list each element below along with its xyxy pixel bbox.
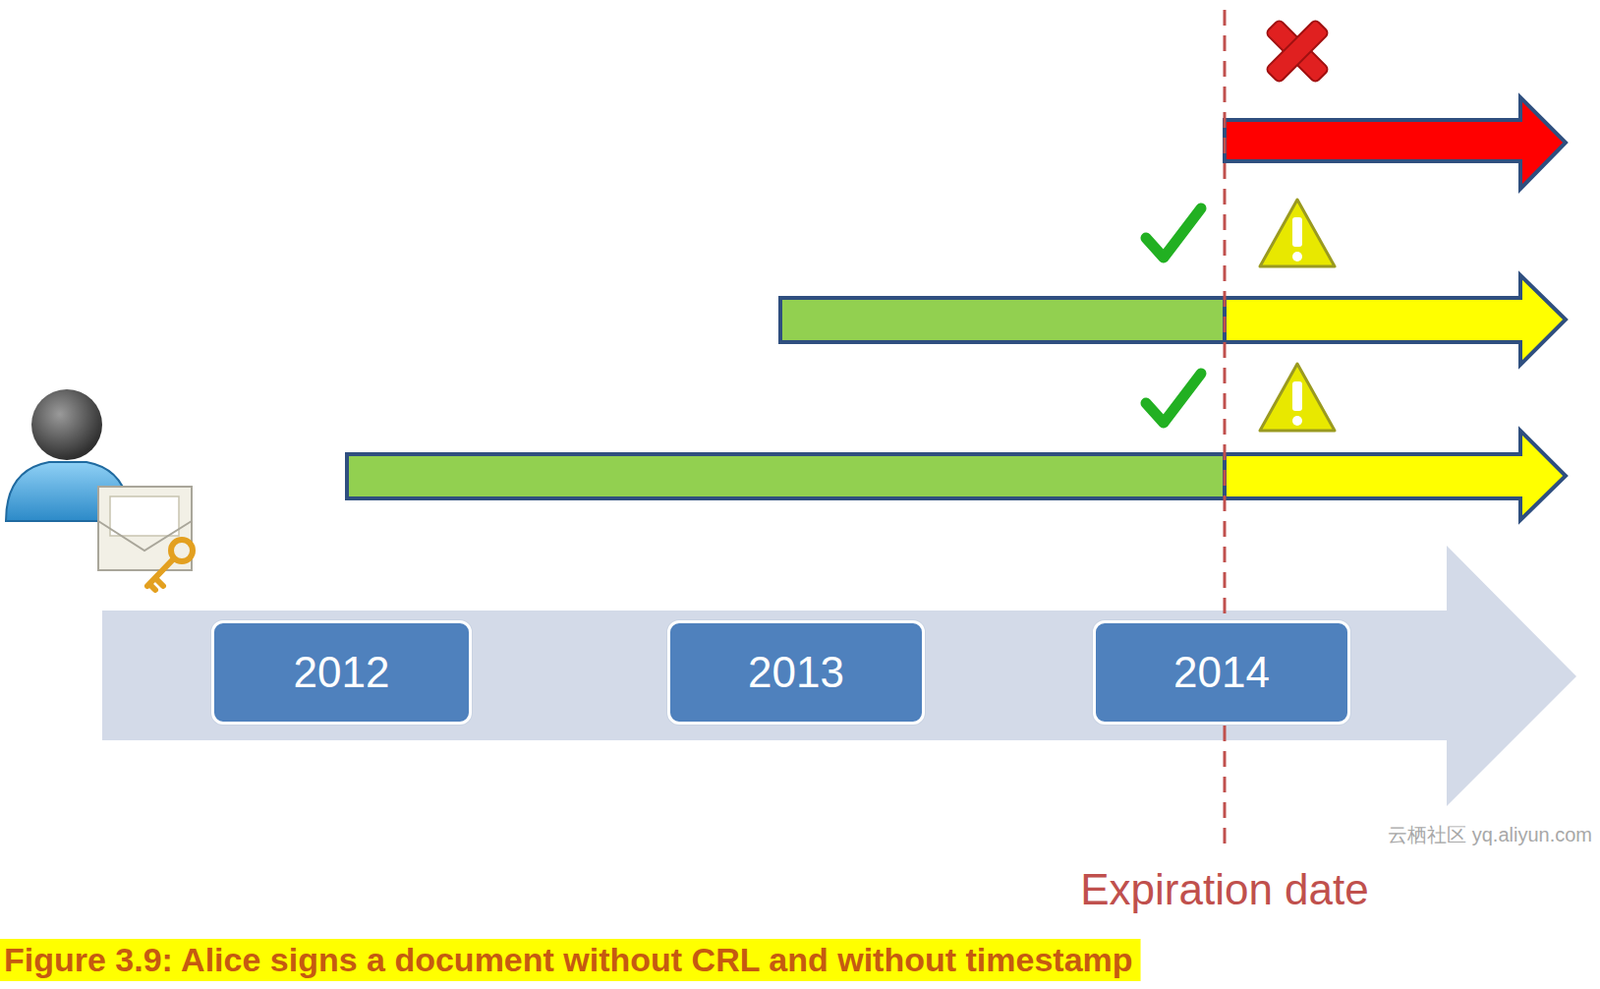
expired-arrow — [1224, 97, 1566, 189]
expiration-label: Expiration date — [1080, 864, 1370, 915]
timeline-arrow — [102, 545, 1577, 806]
year-label: 2014 — [1173, 647, 1270, 697]
envelope-key-icon — [98, 486, 193, 590]
year-box: 2014 — [1092, 620, 1351, 725]
year-label: 2013 — [747, 647, 845, 697]
year-label: 2012 — [293, 647, 391, 697]
valid-bar — [780, 297, 1225, 343]
invalid-mark — [1247, 0, 1348, 102]
warning-arrow — [1224, 275, 1566, 365]
check-mark — [1145, 373, 1201, 423]
check-mark — [1145, 208, 1201, 258]
warning-arrow — [1224, 430, 1566, 520]
figure-caption: Figure 3.9: Alice signs a document witho… — [3, 940, 1134, 979]
caption-highlight — [0, 938, 1142, 981]
valid-bar — [346, 454, 1225, 499]
year-box: 2012 — [211, 620, 472, 725]
watermark: 云栖社区 yq.aliyun.com — [1387, 821, 1593, 849]
year-box: 2013 — [667, 620, 925, 725]
warning-sign — [1259, 199, 1335, 267]
warning-sign — [1259, 363, 1335, 431]
